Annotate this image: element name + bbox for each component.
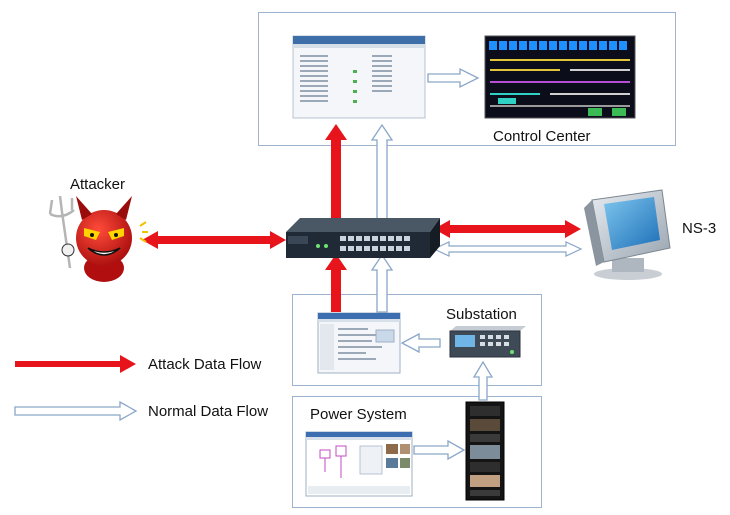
attack-flow-arrow-from-substation <box>325 254 347 312</box>
normal-flow-arrow-from-substation <box>370 253 394 313</box>
normal-flow-arrow-psw-to-rack <box>413 439 466 461</box>
control-center-hmi-screenshot <box>484 35 636 119</box>
network-switch-icon <box>286 218 440 258</box>
control-center-label: Control Center <box>493 128 591 145</box>
normal-flow-arrow-to-control-center <box>370 123 394 224</box>
substation-label: Substation <box>446 306 517 323</box>
substation-software-screenshot <box>317 312 401 374</box>
attacker-label: Attacker <box>70 176 126 193</box>
legend-attack-label: Attack Data Flow <box>148 356 262 373</box>
attack-flow-arrow-attacker-switch <box>142 231 286 249</box>
server-rack-icon <box>465 401 505 501</box>
legend-normal-label: Normal Data Flow <box>148 403 269 420</box>
legend-normal-arrow <box>14 400 138 422</box>
substation-relay-icon <box>449 326 526 358</box>
devil-icon <box>48 195 148 282</box>
ns3-label: NS-3 <box>682 220 717 237</box>
legend-attack-arrow <box>15 355 136 373</box>
normal-flow-arrow-switch-ns3 <box>432 241 583 257</box>
attack-flow-arrow-switch-ns3 <box>434 220 581 238</box>
normal-flow-arrow-rack-to-relay <box>472 360 494 401</box>
control-center-web-screenshot <box>292 35 426 119</box>
normal-flow-arrow-web-to-hmi <box>427 67 480 89</box>
crt-monitor-icon <box>584 189 671 280</box>
attack-flow-arrow-to-control-center <box>325 124 347 223</box>
power-system-label: Power System <box>310 406 407 423</box>
normal-flow-arrow-relay-to-software <box>400 332 441 354</box>
power-system-software-screenshot <box>305 431 413 497</box>
